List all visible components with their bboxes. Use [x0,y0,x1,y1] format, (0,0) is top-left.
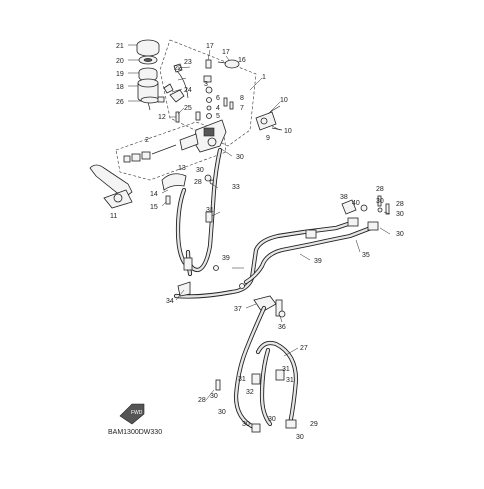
brake-hose-lower [215,305,299,433]
callout-12: 12 [158,114,166,121]
callout-16: 16 [238,57,246,64]
reservoir-bracket [163,83,185,103]
reservoir-cap [136,39,160,57]
hose-holder-34 [177,265,245,297]
brake-switch [161,173,215,205]
callout-39-b: 39 [314,258,322,265]
callout-38: 38 [340,194,348,201]
callout-labels: 21 20 19 18 26 22 23 24 25 17 17 16 3 6 … [110,43,404,441]
callout-31-a: 31 [206,207,214,214]
callout-8: 8 [240,95,244,102]
callout-3: 3 [204,81,208,88]
callout-1: 1 [262,74,266,81]
union-bolt-fitting [217,59,240,69]
callout-9: 9 [266,135,270,142]
callout-22: 22 [174,65,182,72]
callout-32: 32 [246,389,254,396]
callout-13: 13 [178,165,186,172]
callout-28-b: 28 [376,186,384,193]
callout-7: 7 [240,105,244,112]
callout-30-h: 30 [242,421,250,428]
callout-28-a: 28 [194,179,202,186]
callout-30-c: 30 [376,198,384,205]
callout-17-a: 17 [206,43,214,50]
callout-30-g: 30 [218,409,226,416]
callout-30-b: 30 [196,167,204,174]
callout-31-d: 31 [286,377,294,384]
callout-31-c: 31 [238,376,246,383]
callout-28-c: 28 [396,201,404,208]
callout-6: 6 [216,95,220,102]
abs-brake-pipe [173,217,379,299]
callout-10-a: 10 [280,97,288,104]
small-hardware-column [175,59,234,123]
callout-30-d: 30 [396,211,404,218]
callout-25: 25 [184,105,192,112]
callout-24: 24 [184,87,192,94]
callout-28-d: 28 [198,397,206,404]
diaphragm-plate [138,55,158,65]
callout-34: 34 [166,298,174,305]
callout-10-b: 10 [284,128,292,135]
callout-30-f: 30 [210,393,218,400]
callout-26: 26 [116,99,124,106]
piston-kit [123,144,177,163]
callout-29: 29 [310,421,318,428]
diaphragm [138,67,158,82]
callout-30-a: 30 [236,154,244,161]
callout-5: 5 [216,113,220,120]
callout-30-e: 30 [396,231,404,238]
brake-lever [89,164,133,209]
callout-14: 14 [150,191,158,198]
callout-40: 40 [352,200,360,207]
leader-lines [128,44,391,401]
callout-27: 27 [300,345,308,352]
brake-hose-front-upper [175,147,223,277]
diagram-reference-code: BAM1300DW330 [108,429,162,436]
callout-36: 36 [278,324,286,331]
callout-30-i: 30 [268,416,276,423]
master-cylinder-assembly-box [115,39,257,181]
callout-17-b: 17 [222,49,230,56]
front-direction-badge: FWD [119,403,145,425]
callout-37: 37 [234,306,242,313]
callout-20: 20 [116,58,124,65]
master-cylinder-body [179,119,227,153]
reservoir-band [140,96,165,104]
callout-31-b: 31 [282,366,290,373]
callout-30-j: 30 [296,434,304,441]
reservoir-tank [137,78,159,111]
handlebar-clamp [255,105,283,131]
callout-21: 21 [116,43,124,50]
three-way-joint [253,295,286,318]
callout-11: 11 [110,213,117,220]
abs-unit-fittings [341,195,390,215]
callout-19: 19 [116,71,124,78]
callout-15: 15 [150,204,158,211]
callout-39-a: 39 [222,255,230,262]
callout-23: 23 [184,59,192,66]
callout-35: 35 [362,252,370,259]
callout-2: 2 [145,137,149,144]
callout-18: 18 [116,84,124,91]
callout-33: 33 [232,184,240,191]
front-badge-label: FWD [131,410,143,416]
callout-4: 4 [216,105,220,112]
